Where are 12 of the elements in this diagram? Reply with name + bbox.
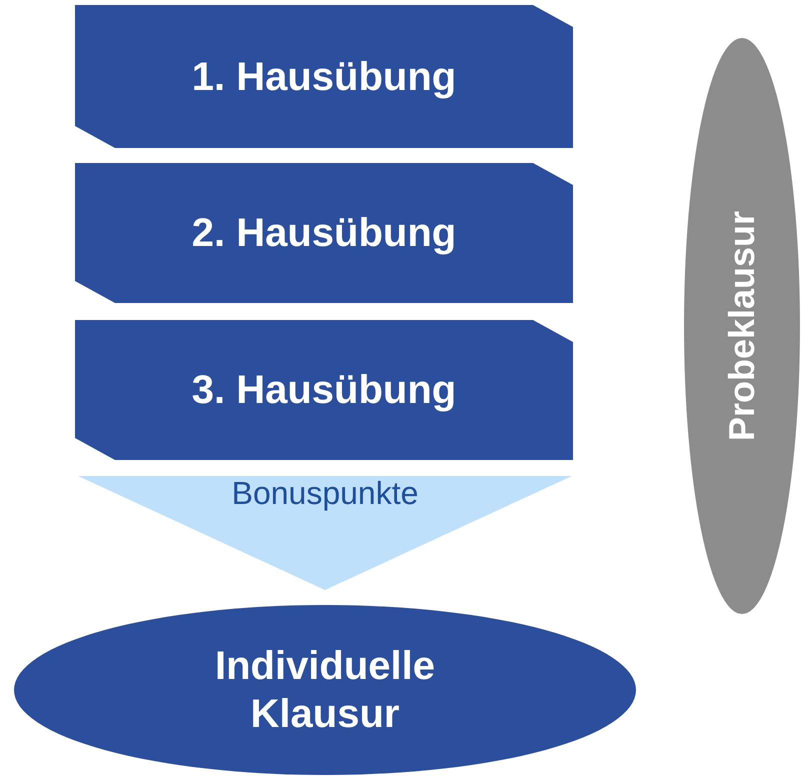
step-box [75,163,573,303]
step-box [75,5,573,148]
step-box [75,320,573,460]
funnel-triangle [78,476,572,590]
exam-ellipse [684,38,800,614]
node-label: Bonuspunkte [232,474,418,513]
node-label: Individuelle Klausur [214,643,436,738]
node-label: 2. Hausübung [192,210,456,257]
node-label: Probeklausur [720,210,763,442]
node-label: 3. Hausübung [192,367,456,414]
node-label: 1. Hausübung [192,54,456,100]
exam-ellipse [14,605,636,775]
